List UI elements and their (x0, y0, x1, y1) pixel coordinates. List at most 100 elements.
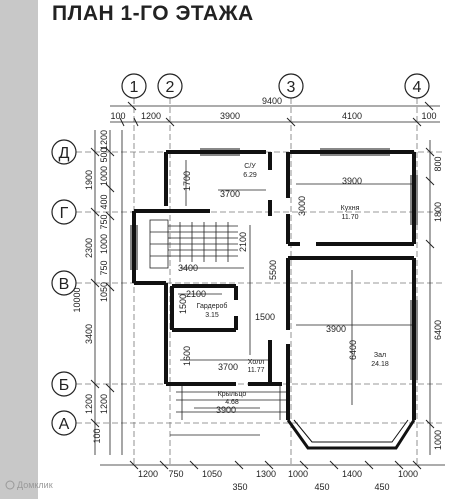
room-area-kitchen: 11.70 (342, 214, 359, 221)
svg-text:2: 2 (166, 79, 175, 96)
svg-text:В: В (59, 276, 70, 293)
walls (132, 150, 416, 420)
top-dimension-labels: 100 1200 3900 9400 4100 100 (110, 96, 436, 121)
room-name-living: Зал (374, 352, 386, 359)
dim-right-1: 1800 (433, 202, 443, 222)
dim-bottom-6: 450 (314, 482, 329, 492)
svg-text:1: 1 (130, 79, 139, 96)
interior-dimension-labels: 1700 3700 3900 3000 2100 3400 5500 2100 … (178, 171, 362, 415)
dim-right-2: 6400 (433, 320, 443, 340)
dim-bottom-4: 1300 (256, 469, 276, 479)
gray-side-band (0, 0, 38, 499)
dim-bottom-9: 1000 (398, 469, 418, 479)
dim-int-14: 3900 (216, 405, 236, 415)
svg-text:А: А (59, 416, 70, 433)
dim-int-8: 1500 (178, 294, 188, 314)
dim-int-10: 3900 (326, 324, 346, 334)
axis-marker-row-d: Д (51, 139, 77, 165)
room-area-porch: 4.68 (225, 399, 239, 406)
room-name-hall: Холл (248, 359, 265, 366)
dim-int-0: 1700 (182, 171, 192, 191)
dim-left-12: 1200 (84, 394, 94, 414)
room-area-wardrobe: 3.15 (205, 312, 219, 319)
dim-int-13: 3700 (218, 362, 238, 372)
dim-right-0: 800 (433, 156, 443, 171)
axis-marker-row-a: А (51, 410, 77, 436)
windows (130, 148, 418, 380)
dim-left-0: 1200 (99, 130, 109, 150)
dim-left-1: 1000 (99, 166, 109, 186)
watermark-text: Домклик (17, 480, 53, 490)
dim-top-2: 3900 (220, 111, 240, 121)
watermark: Домклик (5, 480, 53, 490)
dim-top-4: 4100 (342, 111, 362, 121)
dimension-lines (94, 105, 445, 466)
axis-marker-column-3: 3 (278, 73, 304, 99)
svg-text:Б: Б (59, 377, 70, 394)
axis-marker-column-2: 2 (157, 73, 183, 99)
dim-left-5: 750 (99, 214, 109, 229)
dim-int-1: 3700 (220, 189, 240, 199)
dim-bottom-7: 1400 (342, 469, 362, 479)
dim-int-12: 1600 (182, 346, 192, 366)
svg-text:Д: Д (59, 145, 70, 162)
dim-int-7: 2100 (186, 289, 206, 299)
dim-bottom-5: 1000 (288, 469, 308, 479)
dimension-ticks (90, 101, 435, 470)
dim-top-3: 9400 (262, 96, 282, 106)
svg-text:4: 4 (413, 79, 422, 96)
dim-bottom-2: 1050 (202, 469, 222, 479)
axis-marker-column-4: 4 (404, 73, 430, 99)
dim-int-3: 3000 (297, 196, 307, 216)
dim-left-2: 1900 (84, 170, 94, 190)
stair-flight (149, 219, 238, 269)
dim-left-7: 1000 (99, 234, 109, 254)
right-dimension-labels: 800 1800 6400 1000 (433, 156, 443, 450)
room-area-living: 24.18 (371, 361, 389, 368)
room-name-wardrobe: Гардероб (197, 302, 228, 310)
dim-left-13: 1200 (99, 394, 109, 414)
dim-left-9: 1050 (99, 282, 109, 302)
dim-top-0: 100 (110, 111, 125, 121)
svg-text:Г: Г (60, 205, 69, 222)
dim-top-1: 1200 (141, 111, 161, 121)
dim-bottom-1: 750 (168, 469, 183, 479)
dim-top-5: 100 (421, 111, 436, 121)
dim-left-6: 2300 (84, 238, 94, 258)
dim-int-6: 5500 (268, 260, 278, 280)
dim-int-2: 3900 (342, 176, 362, 186)
svg-text:3: 3 (287, 79, 296, 96)
dim-int-11: 6400 (348, 340, 358, 360)
dim-left-8: 750 (99, 260, 109, 275)
axis-marker-row-g: Г (51, 199, 77, 225)
axis-marker-column-1: 1 (121, 73, 147, 99)
dim-left-3: 500 (99, 147, 109, 162)
dim-int-9: 1500 (255, 312, 275, 322)
room-name-kitchen: Кухня (341, 205, 360, 212)
left-dimension-labels: 1200 1000 1900 500 400 750 2300 1000 750… (72, 130, 109, 444)
dim-bottom-8: 450 (374, 482, 389, 492)
axis-marker-row-v: В (51, 270, 77, 296)
dim-left-4: 400 (99, 194, 109, 209)
dim-left-11: 10000 (72, 287, 82, 312)
dim-bottom-3: 350 (232, 482, 247, 492)
room-area-hall: 11.77 (248, 367, 265, 374)
page-title: ПЛАН 1-ГО ЭТАЖА (52, 2, 254, 25)
porch-steps (170, 386, 286, 436)
room-name-porch: Крыльцо (218, 391, 247, 398)
dim-left-10: 3400 (84, 324, 94, 344)
room-name-wc: С/У (244, 163, 256, 170)
bottom-dimension-labels: 1200 750 1050 350 1300 1000 450 1400 450… (138, 469, 418, 492)
bay-window-wall (286, 419, 416, 450)
axis-markers: 1 2 3 4 Д Г В (51, 73, 430, 436)
dim-right-3: 1000 (433, 430, 443, 450)
dim-int-5: 3400 (178, 263, 198, 273)
dim-left-14: 100 (92, 428, 102, 443)
room-area-wc: 6.29 (243, 172, 257, 179)
room-labels: С/У 6.29 Кухня 11.70 Холл 11.77 Гардероб… (197, 163, 389, 406)
dim-bottom-0: 1200 (138, 469, 158, 479)
axis-marker-row-b: Б (51, 371, 77, 397)
dim-int-4: 2100 (238, 232, 248, 252)
